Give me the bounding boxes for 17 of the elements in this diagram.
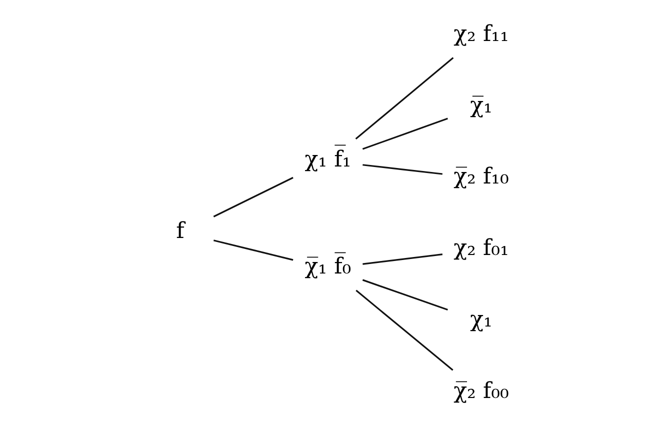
connector [213,176,294,218]
node-text: χ̅₁ [470,92,492,118]
node-text: χ₂ f₀₁ [454,235,509,262]
connector [362,164,442,175]
node-text: χ̅₁ f̅₀ [304,254,352,280]
node-text: χ₂ f₁₁ [454,20,509,47]
node-text: χ̅₂ f₁₀ [454,164,509,190]
connector [362,254,443,265]
connector [356,290,454,371]
node-text: χ̅₂ f₀₀ [454,378,509,404]
connector [355,57,454,140]
node-text: χ₁ [470,306,492,333]
node-text: f [176,218,184,244]
node-text: χ₁ f̅₁ [304,146,352,172]
connector [362,118,448,150]
connector [213,240,294,261]
connector [362,279,448,311]
